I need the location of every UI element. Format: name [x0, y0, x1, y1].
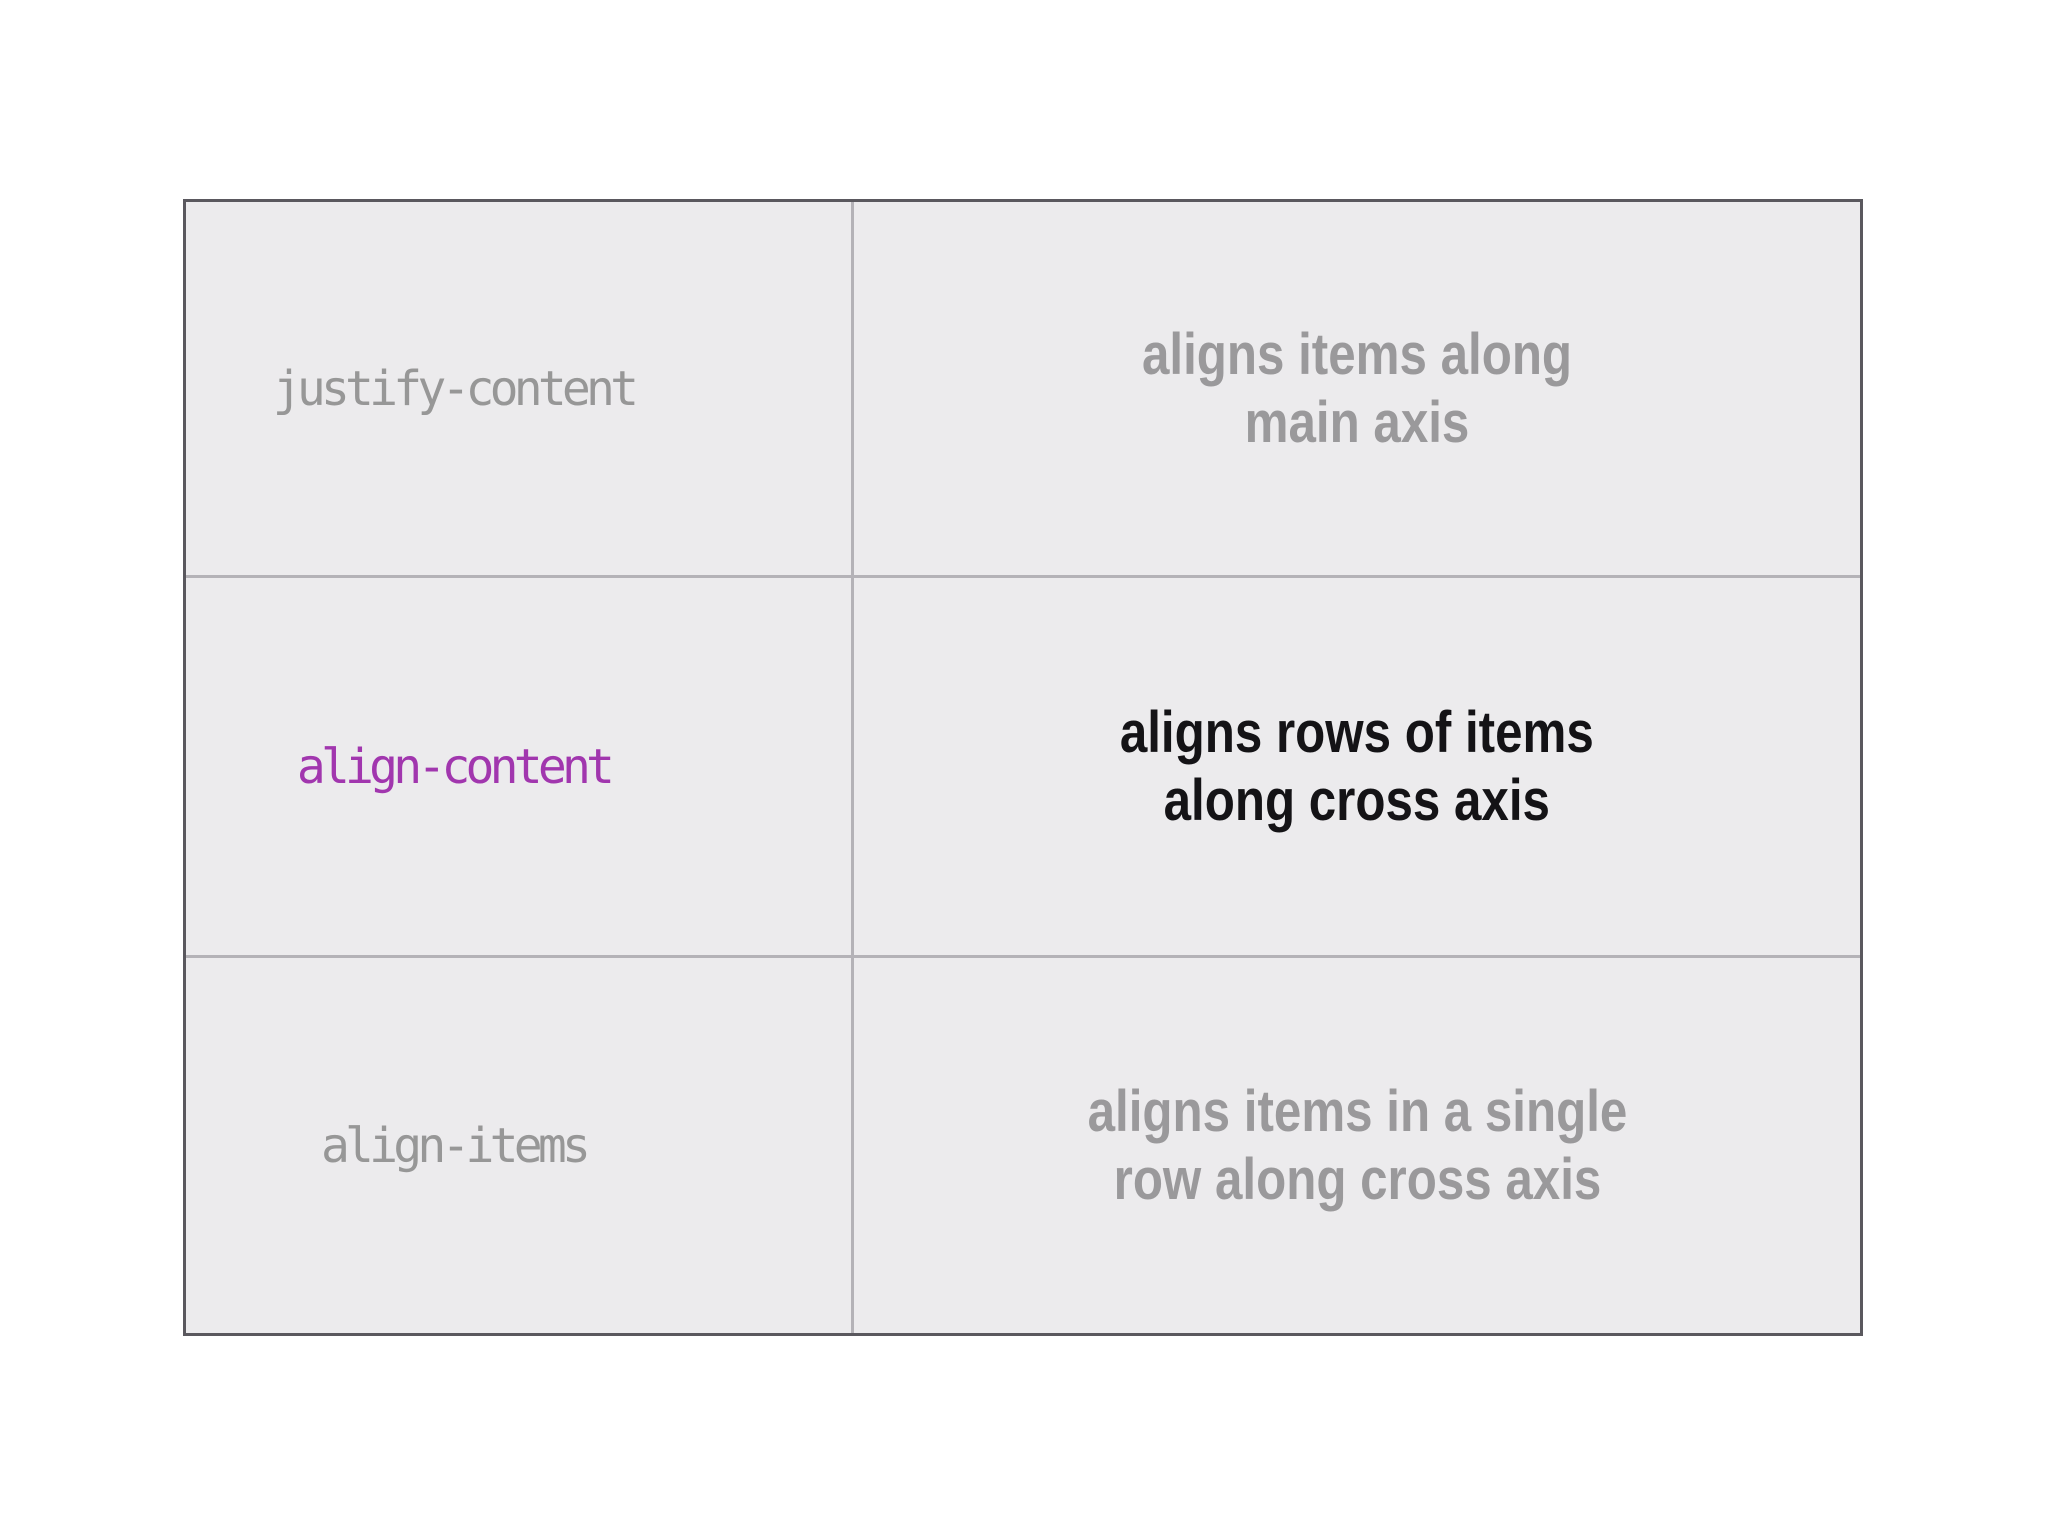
align-content-description-cell: aligns rows of items along cross axis — [854, 578, 1860, 958]
description-line: along cross axis — [1163, 767, 1551, 833]
description-line: aligns rows of items — [1120, 699, 1594, 765]
description-line: aligns items in a single — [1087, 1078, 1627, 1144]
align-content-label: align-content — [296, 738, 615, 795]
description-line: main axis — [1244, 389, 1470, 455]
flex-properties-table: justify-content aligns items along main … — [183, 199, 1863, 1336]
align-items-cell: align-items — [186, 958, 854, 1333]
align-items-description-cell: aligns items in a single row along cross… — [854, 958, 1860, 1333]
align-content-cell: align-content — [186, 578, 854, 958]
justify-content-description-cell: aligns items along main axis — [854, 202, 1860, 578]
justify-content-cell: justify-content — [186, 202, 854, 578]
align-items-description: aligns items in a single row along cross… — [1087, 1078, 1627, 1214]
align-items-label: align-items — [320, 1117, 591, 1174]
justify-content-description: aligns items along main axis — [1142, 321, 1572, 457]
align-content-description: aligns rows of items along cross axis — [1120, 699, 1594, 835]
description-line: row along cross axis — [1113, 1146, 1601, 1212]
description-line: aligns items along — [1141, 321, 1573, 387]
justify-content-label: justify-content — [272, 360, 639, 417]
